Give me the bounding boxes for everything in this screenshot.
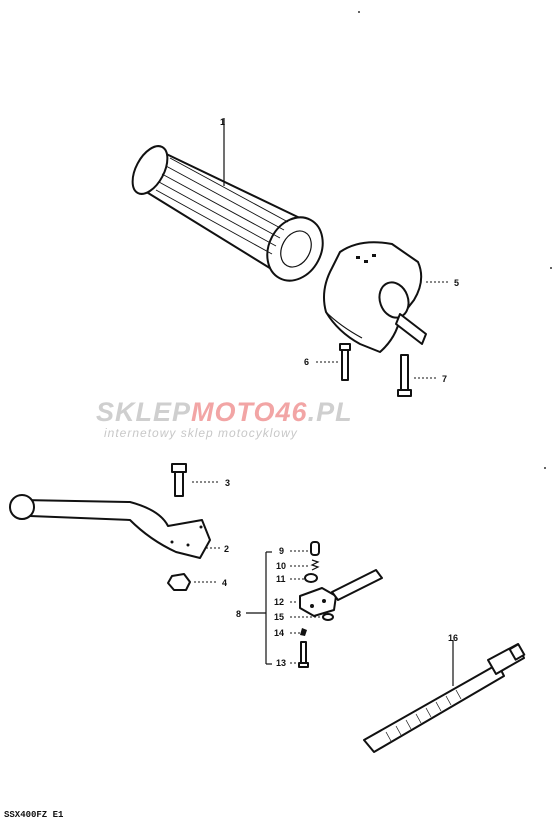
label-15: 15 bbox=[274, 612, 284, 622]
lever-part bbox=[9, 494, 220, 559]
watermark: SKLEPMOTO46.PL internetowy sklep motocyk… bbox=[96, 397, 353, 440]
label-4: 4 bbox=[222, 578, 227, 588]
label-2: 2 bbox=[224, 544, 229, 554]
speck bbox=[358, 11, 360, 13]
cable-tie-part bbox=[363, 640, 526, 753]
label-16: 16 bbox=[448, 633, 458, 643]
switch-group-bracket bbox=[246, 551, 272, 665]
label-8: 8 bbox=[236, 609, 241, 619]
watermark-name-red: MOTO46 bbox=[191, 397, 308, 427]
lever-bolt-part bbox=[171, 463, 220, 497]
label-3: 3 bbox=[225, 478, 230, 488]
watermark-tagline: internetowy sklep motocyklowy bbox=[104, 426, 298, 440]
label-7: 7 bbox=[442, 374, 447, 384]
speck bbox=[544, 467, 546, 469]
label-10: 10 bbox=[276, 561, 286, 571]
label-9: 9 bbox=[279, 546, 284, 556]
label-14: 14 bbox=[274, 628, 284, 638]
svg-text:SKLEPMOTO46.PL: SKLEPMOTO46.PL bbox=[96, 397, 353, 427]
watermark-name-grey-end: .PL bbox=[308, 397, 353, 427]
watermark-name-grey: SKLEP bbox=[96, 397, 191, 427]
label-13: 13 bbox=[276, 658, 286, 668]
grip-part bbox=[131, 118, 324, 282]
speck bbox=[550, 267, 552, 269]
switch-subparts bbox=[290, 541, 383, 668]
screw-7-part bbox=[397, 354, 438, 397]
switch-housing-part bbox=[323, 241, 450, 353]
diagram-code: SSX400FZ E1 bbox=[4, 810, 64, 820]
label-6: 6 bbox=[304, 357, 309, 367]
label-1: 1 bbox=[220, 117, 225, 127]
screw-6-part bbox=[316, 343, 351, 381]
lever-nut-part bbox=[167, 573, 218, 591]
label-11: 11 bbox=[276, 574, 286, 584]
label-5: 5 bbox=[454, 278, 459, 288]
label-12: 12 bbox=[274, 597, 284, 607]
